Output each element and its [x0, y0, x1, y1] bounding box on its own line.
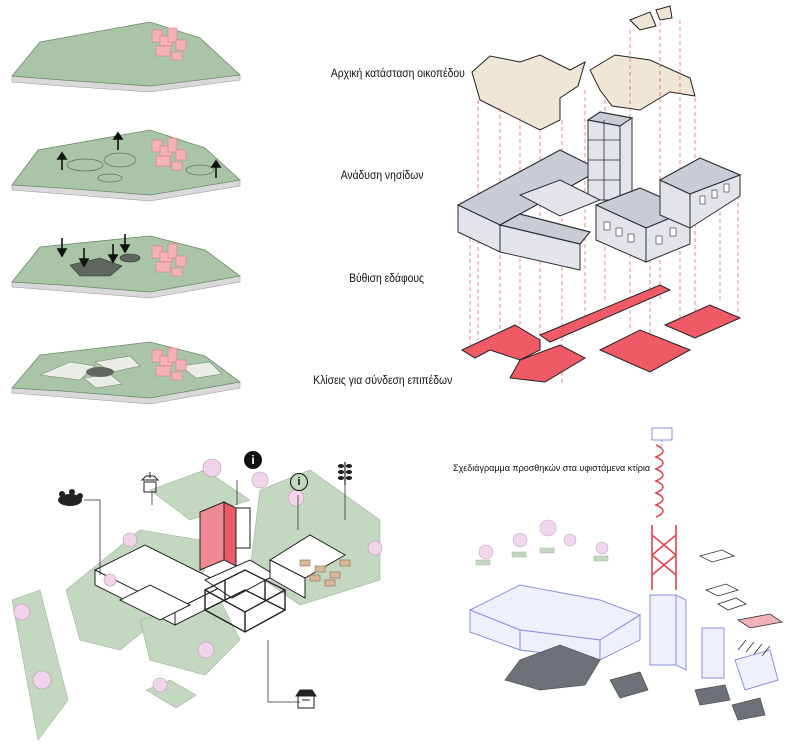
terrain-step-3: [11, 234, 241, 299]
additions-label: Σχεδιάγραμμα προσθηκών στα υφιστάμενα κτ…: [453, 463, 651, 473]
terrain-step-2: [11, 129, 241, 202]
step-4-label: Κλίσεις για σύνδεση επιπέδων: [313, 373, 453, 387]
crowd-icon: [58, 489, 83, 506]
info-icon-glyph: i: [297, 476, 301, 488]
step-3-label: Βύθιση εδάφους: [349, 271, 424, 285]
site-plan-axonometric: [11, 458, 383, 741]
info-person-icon: i: [244, 451, 262, 469]
additions-axonometric: [468, 427, 784, 721]
info-person-icon-glyph: i: [251, 453, 255, 467]
info-icon: i: [290, 473, 308, 491]
step-2-label: Ανάδυση νησίδων: [340, 168, 424, 182]
terrain-step-4: [11, 341, 241, 405]
canopy-icon: [140, 472, 160, 493]
exploded-axonometric: [456, 5, 742, 385]
wheat-icon: [337, 462, 353, 485]
market-stall-icon: [295, 689, 317, 709]
step-1-label: Αρχική κατάσταση οικοπέδου: [330, 66, 465, 80]
terrain-step-1: [11, 21, 241, 93]
